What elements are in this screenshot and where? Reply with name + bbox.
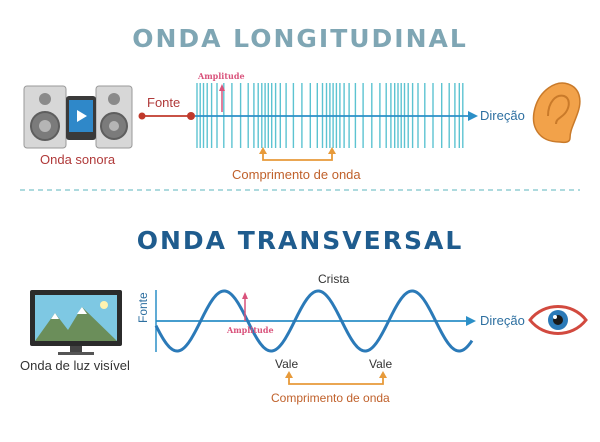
wavelength-label-longitudinal: Comprimento de onda bbox=[232, 167, 361, 182]
trough-label-1: Vale bbox=[275, 357, 299, 371]
title-transversal: ONDA TRANSVERSAL bbox=[136, 226, 464, 255]
trough-label-2: Vale bbox=[369, 357, 393, 371]
amplitude-label-transversal: Amplitude bbox=[227, 325, 274, 335]
ear-icon bbox=[532, 82, 581, 144]
source-label-transversal: Fonte bbox=[136, 292, 150, 323]
direction-label-longitudinal: Direção bbox=[480, 108, 525, 123]
source-arrow bbox=[138, 112, 195, 120]
crest-label: Crista bbox=[318, 272, 350, 286]
speaker-icon bbox=[23, 85, 133, 149]
transverse-wave bbox=[154, 289, 474, 353]
monitor-icon bbox=[30, 290, 122, 355]
wavelength-bracket-transversal bbox=[285, 371, 387, 385]
wavelength-bracket-longitudinal bbox=[259, 147, 336, 161]
amplitude-arrow-longitudinal bbox=[219, 84, 225, 112]
direction-label-transversal: Direção bbox=[480, 313, 525, 328]
device-label-light: Onda de luz visível bbox=[20, 358, 130, 373]
eye-icon bbox=[528, 305, 588, 335]
direction-arrow-transversal bbox=[156, 316, 476, 326]
device-label-sound: Onda sonora bbox=[40, 152, 116, 167]
source-label-longitudinal: Fonte bbox=[147, 95, 181, 110]
amplitude-arrow-transversal bbox=[242, 292, 248, 321]
direction-arrow-longitudinal bbox=[195, 111, 478, 121]
title-longitudinal: ONDA LONGITUDINAL bbox=[132, 24, 468, 53]
amplitude-label-longitudinal: Amplitude bbox=[198, 71, 245, 81]
wavelength-label-transversal: Comprimento de onda bbox=[271, 391, 390, 405]
